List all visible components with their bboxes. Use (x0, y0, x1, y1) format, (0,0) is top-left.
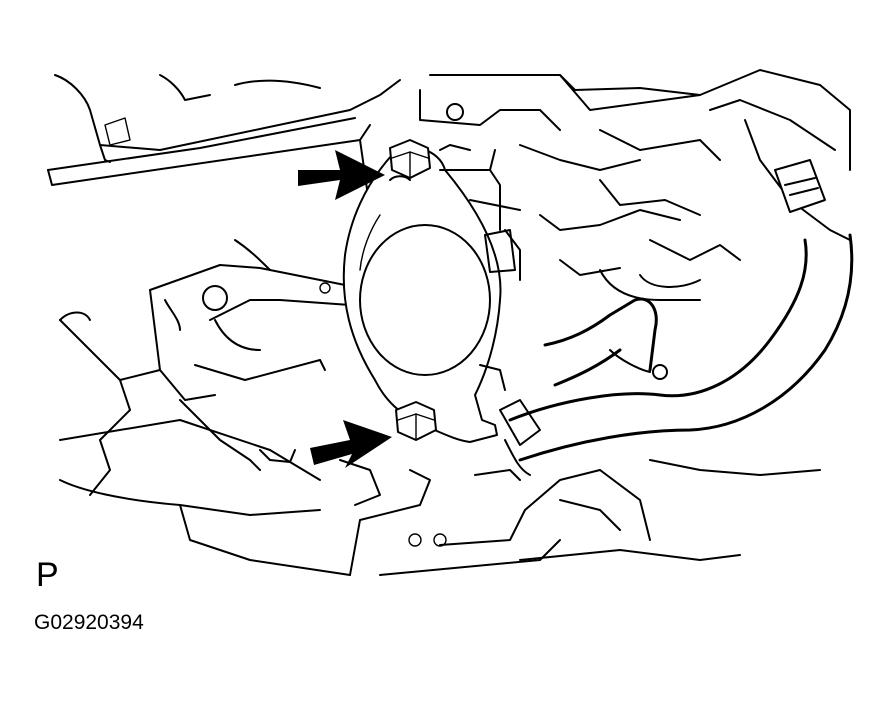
valve-body (439, 144, 521, 391)
hose-assembly (499, 233, 854, 476)
figure-code: G02920394 (34, 611, 144, 634)
view-label: P (36, 556, 59, 594)
engine-block-lower (59, 419, 821, 576)
lower-bolt (395, 401, 437, 441)
arrow-right-icon (298, 150, 385, 200)
left-bracket (59, 239, 351, 496)
connector-right (774, 159, 826, 213)
upper-bolt (389, 139, 431, 179)
engine-block-top (47, 74, 401, 231)
exhaust-flange-gasket (342, 146, 502, 443)
arrow-right-icon (310, 420, 392, 468)
